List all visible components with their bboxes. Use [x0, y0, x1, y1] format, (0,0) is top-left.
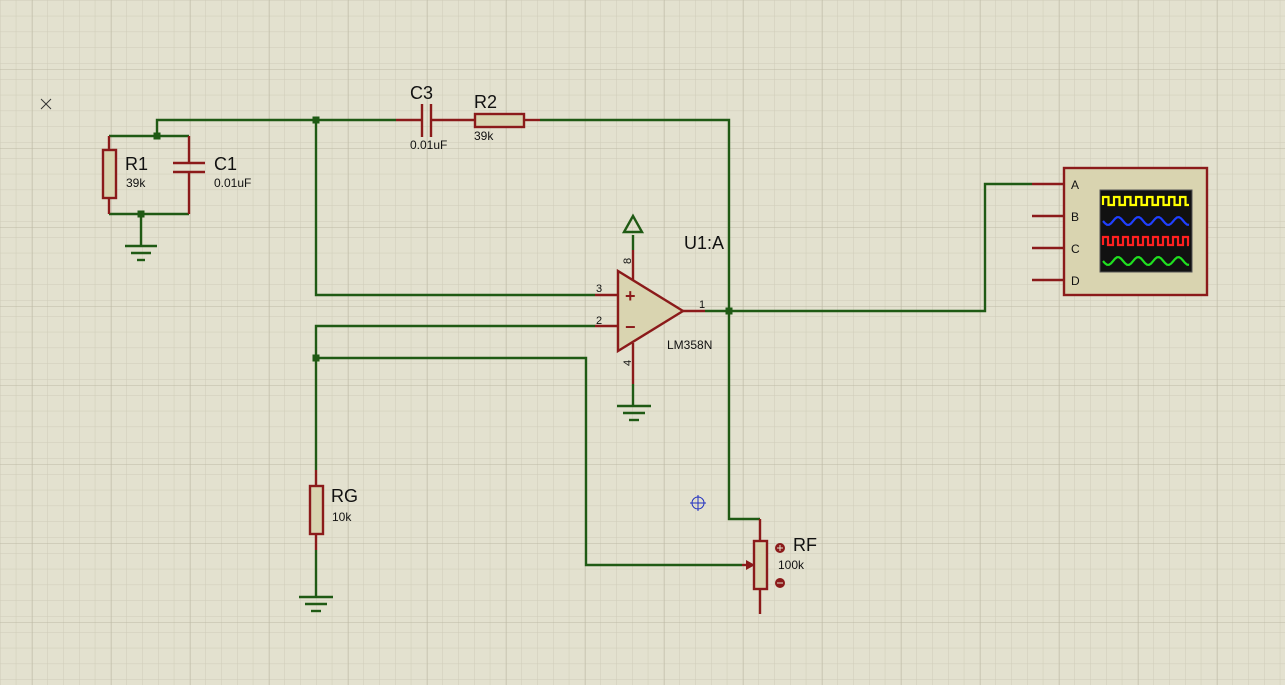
rg-ref: RG	[331, 486, 358, 506]
origin-marker-icon	[40, 98, 52, 110]
capacitor-c1[interactable]: C1 0.01uF	[173, 136, 251, 214]
wire-output	[705, 182, 1032, 313]
scope-channel-b: B	[1071, 210, 1079, 224]
wires	[109, 118, 1032, 596]
c1-value: 0.01uF	[214, 176, 251, 190]
c3-ref: C3	[410, 83, 433, 103]
wire-feedback	[540, 118, 760, 521]
scope-channel-c: C	[1071, 242, 1080, 256]
pin-2-label: 2	[596, 315, 602, 327]
resistor-r2[interactable]: R2 39k	[473, 92, 540, 143]
ground-r1c1-icon	[125, 244, 157, 262]
crosshair-cursor-icon	[690, 495, 706, 511]
resistor-r1[interactable]: R1 39k	[101, 136, 148, 214]
pin-8-label: 8	[622, 258, 634, 264]
scope-trace-a	[1101, 195, 1189, 207]
power-terminal-icon	[621, 213, 645, 234]
opamp-u1[interactable]: + − 3 2 1 8 4 U1:A LM358N	[595, 233, 724, 384]
wire-inv	[314, 324, 595, 470]
rg-value: 10k	[332, 510, 352, 524]
scope-trace-b	[1102, 215, 1190, 227]
scope-trace-d	[1102, 255, 1190, 267]
r2-ref: R2	[474, 92, 497, 112]
scope-channel-d: D	[1071, 274, 1080, 288]
ground-rg-icon	[299, 595, 333, 613]
capacitor-c3[interactable]: C3 0.01uF	[396, 83, 475, 152]
pin-4-label: 4	[622, 360, 634, 366]
scope-trace-c	[1101, 235, 1190, 247]
c3-value: 0.01uF	[410, 138, 447, 152]
ground-opamp-icon	[617, 404, 651, 422]
rf-value: 100k	[778, 558, 805, 572]
rf-ref: RF	[793, 535, 817, 555]
opamp-minus: −	[625, 317, 636, 337]
oscilloscope[interactable]: A B C D	[1032, 166, 1209, 297]
c1-ref: C1	[214, 154, 237, 174]
pin-1-label: 1	[699, 299, 705, 311]
u1-ref: U1:A	[684, 233, 724, 253]
pin-3-label: 3	[596, 283, 602, 295]
r1-value: 39k	[126, 176, 146, 190]
scope-channel-a: A	[1071, 178, 1079, 192]
junctions	[137, 116, 733, 362]
wire-noninv	[314, 120, 595, 297]
r1-ref: R1	[125, 154, 148, 174]
r2-value: 39k	[474, 129, 494, 143]
wire-wiper	[316, 356, 742, 567]
u1-part: LM358N	[667, 338, 712, 352]
resistor-rg[interactable]: RG 10k	[308, 470, 358, 550]
opamp-plus: +	[625, 286, 636, 306]
potentiometer-rf[interactable]: RF 100k	[742, 519, 817, 614]
